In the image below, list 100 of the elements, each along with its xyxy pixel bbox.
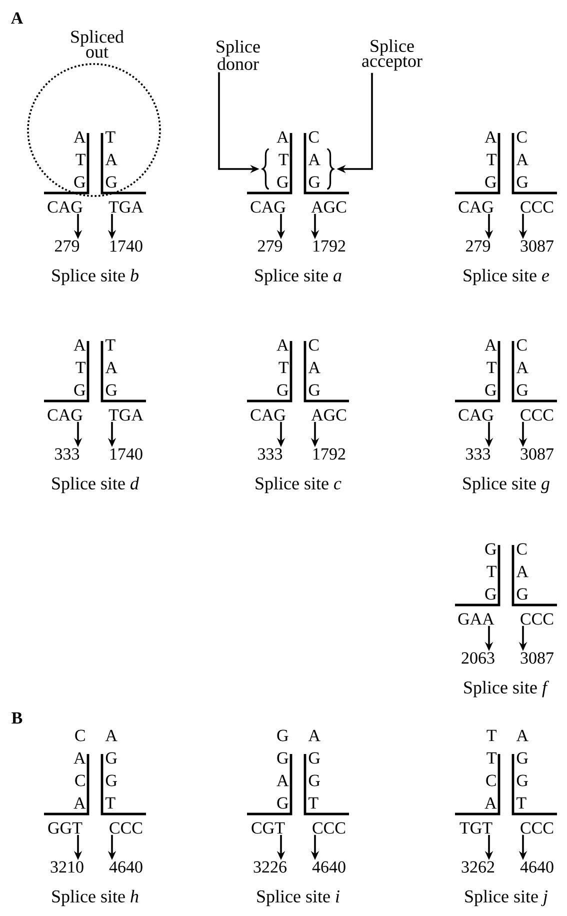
base-letter: A: [308, 362, 320, 374]
position-number: 333: [466, 448, 490, 460]
position-number: 4640: [109, 861, 142, 873]
base-letter: T: [516, 797, 526, 809]
position-number: 3087: [520, 652, 554, 664]
base-letter: C: [75, 774, 85, 786]
position-number: 279: [258, 240, 282, 252]
position-number: 333: [55, 448, 80, 460]
position-number: 333: [258, 448, 282, 460]
base-letter: G: [277, 384, 288, 396]
sequence-label: CGT: [252, 822, 285, 834]
base-letter: G: [516, 752, 528, 764]
panel-letter: A: [11, 12, 24, 24]
site-caption: Splice site a: [255, 268, 342, 286]
site-caption: Splice site b: [52, 268, 138, 286]
base-letter: A: [308, 154, 320, 166]
base-letter: A: [516, 566, 528, 578]
sequence-label: TGA: [108, 409, 144, 421]
base-letter: C: [308, 131, 319, 143]
loop-label: Spliced out: [71, 30, 124, 58]
sequence-label: CAG: [250, 201, 286, 213]
base-letter: G: [308, 384, 320, 396]
base-letter: C: [486, 774, 496, 786]
sequence-label: CCC: [520, 201, 554, 213]
base-letter: G: [485, 543, 496, 555]
site-caption: Splice site j: [465, 890, 548, 906]
site-caption: Splice site e: [464, 268, 550, 286]
base-letter: A: [276, 339, 289, 351]
site-caption: Splice site f: [464, 680, 550, 698]
base-letter: C: [75, 730, 85, 742]
base-letter: A: [308, 730, 320, 742]
base-letter: T: [76, 154, 86, 166]
sequence-label: CAG: [458, 409, 494, 421]
base-letter: G: [485, 176, 496, 188]
base-letter: T: [486, 752, 496, 764]
site-caption: Splice site g: [463, 476, 550, 494]
site-caption: Splice site i: [257, 890, 340, 906]
sequence-label: GGT: [48, 822, 82, 834]
sequence-label: CCC: [312, 822, 346, 834]
base-letter: G: [277, 176, 288, 188]
sequence-label: CCC: [520, 613, 554, 625]
base-letter: A: [484, 131, 497, 143]
base-letter: T: [486, 154, 496, 166]
base-letter: A: [516, 362, 528, 374]
sequence-label: CAG: [458, 201, 494, 213]
sequence-label: CAG: [250, 409, 286, 421]
position-number: 1792: [313, 240, 346, 252]
base-letter: T: [486, 566, 496, 578]
base-letter: C: [516, 543, 527, 555]
sequence-label: TGA: [108, 201, 144, 213]
base-letter: T: [76, 362, 86, 374]
sequence-label: CCC: [520, 822, 554, 834]
base-letter: A: [516, 154, 528, 166]
base-letter: G: [516, 384, 528, 396]
base-letter: G: [106, 384, 117, 396]
site-caption: Splice site d: [52, 476, 140, 494]
base-letter: T: [278, 362, 288, 374]
panel-letter: B: [12, 712, 22, 724]
base-letter: A: [74, 339, 86, 351]
position-number: 4640: [520, 861, 554, 873]
annotation-label: Splice donor: [216, 40, 260, 70]
base-letter: A: [484, 797, 497, 809]
base-letter: T: [486, 362, 496, 374]
position-number: 279: [466, 240, 490, 252]
position-number: 3262: [462, 861, 494, 873]
position-number: 3226: [254, 861, 286, 873]
position-number: 3087: [520, 240, 554, 252]
base-letter: T: [106, 131, 116, 143]
sequence-label: AGC: [311, 409, 346, 421]
base-letter: G: [277, 752, 288, 764]
position-number: 1740: [110, 240, 142, 252]
sequence-label: CAG: [48, 409, 82, 421]
base-letter: A: [105, 730, 118, 742]
base-letter: G: [516, 774, 528, 786]
base-letter: G: [277, 797, 288, 809]
position-number: 279: [55, 240, 80, 252]
base-letter: T: [278, 154, 288, 166]
base-letter: T: [106, 339, 116, 351]
base-letter: G: [74, 384, 86, 396]
curly-brace: [262, 148, 270, 190]
curly-brace: [326, 148, 334, 190]
base-letter: A: [276, 131, 289, 143]
site-caption: Splice site c: [256, 476, 342, 494]
base-letter: G: [106, 176, 117, 188]
base-letter: A: [276, 774, 289, 786]
sequence-label: CCC: [520, 409, 554, 421]
base-letter: G: [277, 730, 288, 742]
base-letter: G: [74, 176, 86, 188]
base-letter: A: [105, 362, 118, 374]
base-letter: T: [106, 797, 116, 809]
base-letter: C: [308, 339, 319, 351]
base-letter: A: [105, 154, 118, 166]
base-letter: A: [516, 730, 528, 742]
position-number: 1792: [313, 448, 346, 460]
position-number: 4640: [312, 861, 346, 873]
position-number: 2063: [462, 652, 494, 664]
sequence-label: GAA: [458, 613, 494, 625]
base-letter: A: [484, 339, 497, 351]
base-letter: T: [308, 797, 318, 809]
base-letter: A: [74, 797, 86, 809]
